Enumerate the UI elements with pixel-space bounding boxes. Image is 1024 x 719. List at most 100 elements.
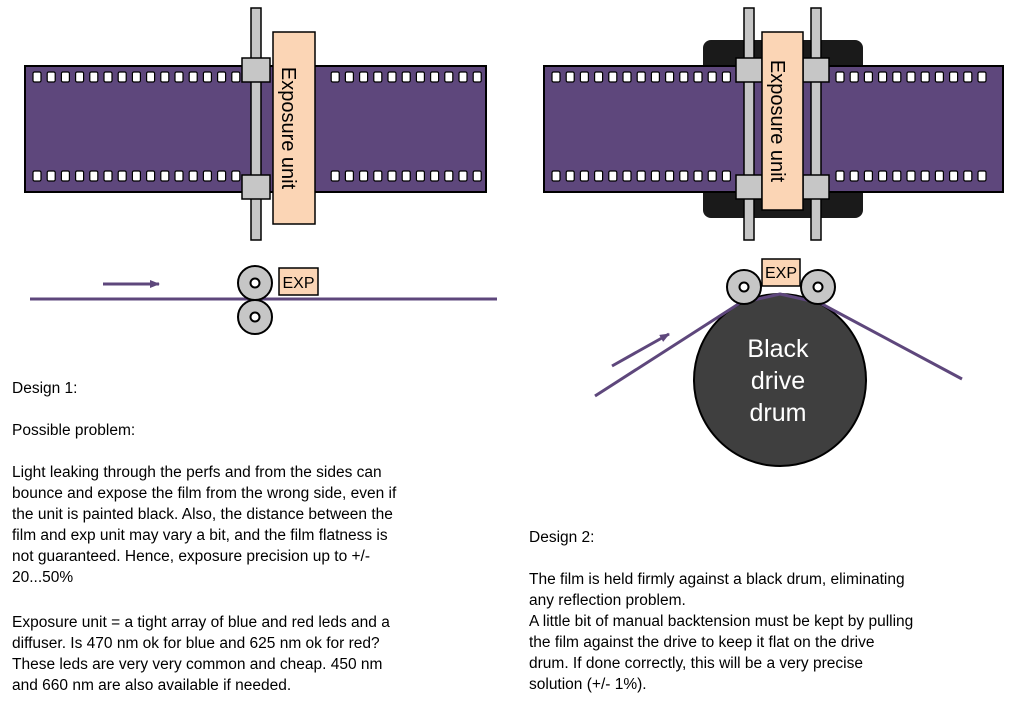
perforation-hole [608,170,618,182]
design1-side-view: EXP [30,265,497,335]
perforation-hole [188,71,198,83]
design2-exp-label: EXP [765,265,797,282]
design2-text: The film is held firmly against a black … [529,571,914,693]
design1-exposure-unit-label: Exposure unit [277,67,299,190]
perforation-hole [664,71,675,83]
perforation-hole [977,71,987,83]
perforation-hole [721,71,732,83]
perforation-hole [60,71,71,83]
perforation-hole [387,71,397,83]
perforation-hole [948,71,959,83]
perforation-hole [963,71,973,83]
perforation-hole [565,71,575,83]
perforation-hole [330,71,340,83]
design1-roller-top [237,265,273,301]
design1-exposure-unit [272,31,316,225]
design1-film-assembly: Exposure unit [24,7,487,241]
design1-guide-rod [250,7,262,241]
perforation-hole [849,71,859,83]
perforation-hole [344,71,354,83]
perforation-hole [472,71,482,83]
perforation-hole [707,71,717,83]
perforation-hole [32,71,42,83]
design2-film-assembly: Exposure unit [543,7,1004,241]
design2-clamp-left-top [735,57,763,83]
design2-clamp-right-top [802,57,830,83]
design2-perforations-bottom [551,170,987,182]
perforation-hole [458,170,468,182]
design2-clamp-right-bottom [802,174,830,200]
design2-heading: Design 2: [529,529,595,546]
design2-clamp-left-bottom [735,174,763,200]
design2-exposure-unit-label: Exposure unit [766,60,788,183]
perforation-hole [458,71,468,83]
perforation-hole [430,170,440,182]
perforation-hole [202,170,212,182]
perforation-hole [679,71,689,83]
perforation-hole [217,71,227,83]
perforation-hole [202,71,212,83]
perforation-hole [863,170,874,182]
design2-drum-label-line1: Black [747,335,809,363]
perforation-hole [920,71,930,83]
design2-roller-right [800,269,836,305]
perforation-hole [188,170,198,182]
perforation-hole [401,71,411,83]
perforation-hole [359,170,369,182]
perforation-hole [977,170,987,182]
perforation-hole [146,71,156,83]
design2-roller-left [726,269,762,305]
perforation-hole [401,170,411,182]
perforation-hole [373,170,383,182]
design1-exp-label: EXP [282,275,314,292]
perforation-hole [622,170,632,182]
design1-clamp-bottom [241,174,271,200]
perforation-hole [650,170,661,182]
perforation-hole [472,170,482,182]
perforation-hole [579,71,590,83]
perforation-hole [693,170,703,182]
perforation-hole [117,71,127,83]
perforation-hole [60,170,71,182]
design2-description: Design 2: The film is held firmly agains… [529,506,1009,716]
perforation-hole [963,170,973,182]
perforation-hole [231,170,241,182]
design2-drum-label-line2: drive [751,367,805,395]
perforation-hole [74,71,85,83]
design2-side-view: EXP Black drive drum [594,258,963,467]
design2-direction-arrow [611,332,670,368]
perforation-hole [103,71,113,83]
design2-perforations-top [551,71,987,83]
design1-text: Light leaking through the perfs and from… [12,464,397,586]
perforation-hole [444,71,454,83]
perforation-hole [359,71,369,83]
perforation-hole [160,170,170,182]
design1-heading: Design 1: [12,380,78,397]
perforation-hole [330,170,340,182]
perforation-hole [160,71,170,83]
perforation-hole [707,170,717,182]
perforation-hole [565,170,575,182]
design1-clamp-top [241,57,271,83]
perforation-hole [920,170,930,182]
perforation-hole [636,170,646,182]
perforation-hole [835,71,845,83]
perforation-hole [373,71,383,83]
design2-guide-rod-right [810,7,822,241]
design1-description: Design 1: Possible problem: Light leakin… [12,357,492,609]
design2-exposure-unit [761,31,804,211]
perforation-hole [551,170,561,182]
design1-perforations-bottom [32,170,482,182]
perforation-hole [622,71,632,83]
perforation-hole [664,170,675,182]
perforation-hole [877,71,888,83]
design2-exp-box [761,258,801,287]
perforation-hole [636,71,646,83]
perforation-hole [906,170,916,182]
perforation-hole [948,170,959,182]
perforation-hole [131,170,141,182]
perforation-hole [231,71,241,83]
design2-guide-rod-left [743,7,755,241]
perforation-hole [863,71,874,83]
